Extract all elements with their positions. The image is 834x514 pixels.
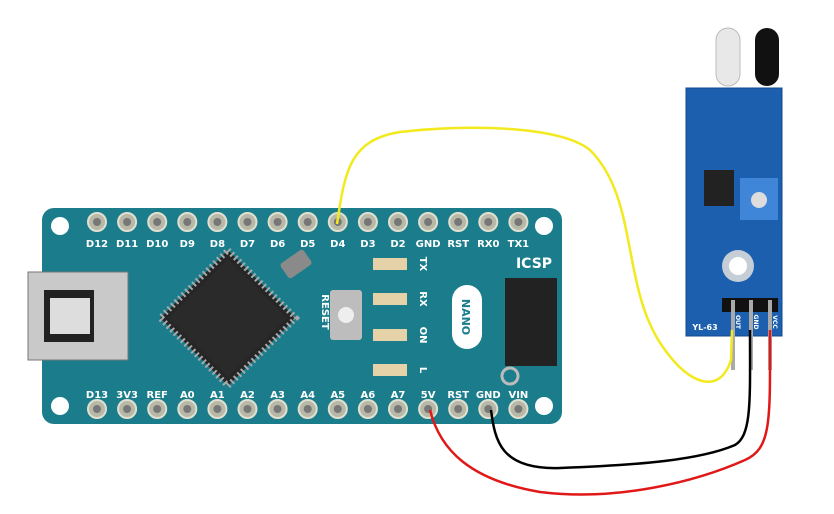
pin-label: A0 (180, 390, 195, 401)
pin-label: D11 (116, 239, 138, 250)
pin-label: GND (416, 239, 441, 250)
pin-label: A2 (240, 390, 255, 401)
sensor-pin-label: VCC (771, 315, 778, 329)
reset-label: RESET (319, 294, 330, 330)
ir-emitter-led (715, 27, 741, 87)
pin-label: D6 (270, 239, 285, 250)
ir-receiver-led (755, 28, 779, 86)
pin-label: D4 (330, 239, 345, 250)
pin-label: RX0 (477, 239, 499, 250)
bottom-pin-row: D13 3V3 REF A0 A1 A2 A3 A4 A5 A6 A7 5V RST GND VIN (86, 390, 529, 419)
microcontroller-chip (155, 245, 301, 391)
comparator-chip (704, 170, 734, 206)
icsp-header: ICSP (505, 256, 557, 366)
pin-label: VIN (508, 390, 528, 401)
pin-label: D7 (240, 239, 255, 250)
led-label-rx: RX (417, 291, 428, 307)
status-leds: TX RX ON L (373, 257, 428, 376)
pin-label: D5 (300, 239, 315, 250)
pin-label: D9 (180, 239, 195, 250)
pin-label: D2 (390, 239, 405, 250)
led-label-tx: TX (417, 257, 428, 272)
pin-label: D8 (210, 239, 225, 250)
led-label-on: ON (417, 327, 428, 344)
pin-label: A4 (300, 390, 315, 401)
icsp-label: ICSP (516, 256, 552, 272)
pin-label: D12 (86, 239, 108, 250)
pin-label: A1 (210, 390, 225, 401)
pin-label: TX1 (508, 239, 530, 250)
ir-sensor-module: YL-63 OUT GND VCC (685, 27, 783, 370)
pin-label: RST (447, 390, 469, 401)
sensor-pin-label: GND (752, 315, 759, 330)
crystal (280, 249, 312, 279)
nano-logo-text: NANO (459, 299, 472, 335)
pin-label: D10 (146, 239, 168, 250)
pin-label: 5V (421, 390, 436, 401)
pin-label: A6 (361, 390, 376, 401)
usb-connector (27, 271, 129, 361)
pin-label: 3V3 (116, 390, 138, 401)
arduino-nano-board: RESET TX RX ON L NANO ICSP D12 D11 D10 D9 D8… (27, 208, 562, 424)
wire-power (428, 329, 772, 496)
sensor-pin-label: OUT (734, 315, 741, 330)
pin-label: D13 (86, 390, 108, 401)
wire-ground (489, 329, 752, 470)
pin-label: D3 (360, 239, 375, 250)
pin-label: REF (147, 390, 168, 401)
pin-label: A5 (330, 390, 345, 401)
pin-label: A3 (270, 390, 285, 401)
led-label-l: L (417, 367, 428, 374)
pin-label: A7 (391, 390, 406, 401)
pin-label: RST (447, 239, 469, 250)
wire-signal (335, 126, 734, 383)
pin-label: GND (476, 390, 501, 401)
sensor-model-label: YL-63 (691, 323, 717, 332)
nano-logo (452, 285, 482, 349)
